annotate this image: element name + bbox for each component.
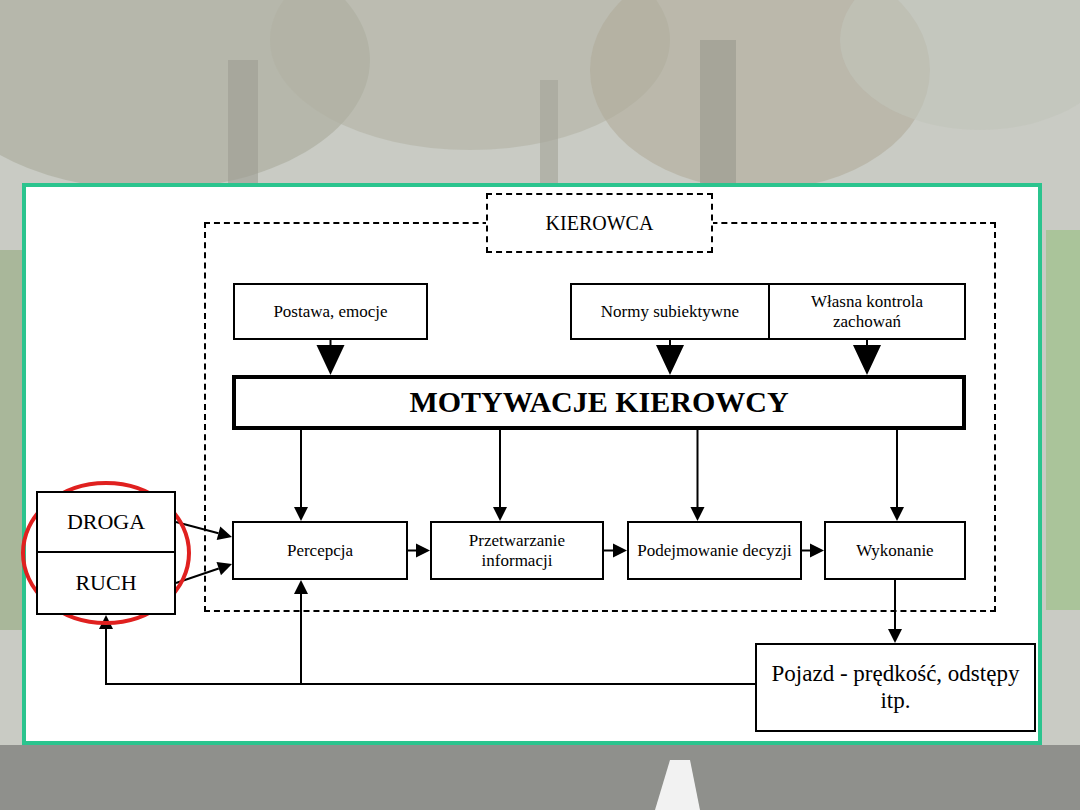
connector-arrow	[99, 615, 755, 684]
grass	[1046, 230, 1080, 610]
arrowhead	[317, 345, 345, 375]
process-box: Własna kontrola zachowań	[768, 283, 966, 340]
box-label: Własna kontrola zachowań	[776, 292, 958, 331]
arrowhead	[888, 629, 902, 643]
connector-line	[894, 580, 896, 629]
connector-arrow	[493, 430, 507, 521]
connector-line	[697, 430, 699, 507]
box-label: Postawa, emocje	[273, 302, 387, 322]
connector-line	[106, 629, 755, 684]
grass	[0, 250, 22, 630]
arrowhead	[691, 507, 705, 521]
tree-crown	[840, 0, 1080, 130]
connector-arrow	[802, 544, 824, 558]
box-label: Percepcja	[287, 541, 353, 561]
highlight-ring	[23, 483, 189, 623]
process-box: Postawa, emocje	[233, 283, 428, 340]
group-heading: KIEROWCA	[486, 193, 713, 253]
box-label: RUCH	[75, 570, 136, 595]
arrowhead	[810, 544, 824, 558]
arrowhead	[294, 507, 308, 521]
road-marking	[655, 760, 700, 810]
connector-line	[330, 340, 332, 345]
connector-line	[669, 340, 671, 345]
tree-trunk	[228, 60, 258, 190]
connector-line	[866, 340, 868, 345]
input-box: RUCH	[36, 551, 176, 615]
connector-arrow	[408, 544, 430, 558]
box-label: Przetwarzanie informacji	[438, 531, 596, 570]
connector-arrow	[691, 430, 705, 521]
connector-arrow	[656, 340, 684, 375]
connector-arrow	[294, 430, 308, 521]
tree-trunk	[540, 80, 558, 190]
connector-arrow	[853, 340, 881, 375]
connector-arrow	[604, 544, 627, 558]
tree-trunk	[700, 40, 736, 190]
vehicle-box: Pojazd - prędkość, odstępy itp.	[755, 643, 1036, 732]
process-box: Przetwarzanie informacji	[430, 521, 604, 580]
connector-line	[499, 430, 501, 507]
road	[0, 745, 1080, 810]
arrowhead	[613, 544, 627, 558]
arrowhead	[416, 544, 430, 558]
process-box: Percepcja	[232, 521, 408, 580]
input-box: DROGA	[36, 491, 176, 553]
process-box: Wykonanie	[824, 521, 966, 580]
process-box: Podejmowanie decyzji	[627, 521, 802, 580]
arrowhead	[656, 345, 684, 375]
arrowhead	[294, 580, 308, 594]
box-label: DROGA	[67, 509, 145, 534]
box-label: Normy subiektywne	[601, 302, 739, 322]
arrowhead	[217, 527, 232, 541]
arrowhead	[216, 562, 232, 575]
connector-arrow	[890, 430, 904, 521]
box-label: Podejmowanie decyzji	[637, 541, 791, 561]
box-label: Wykonanie	[856, 541, 933, 561]
connector-line	[300, 430, 302, 507]
connector-line	[301, 594, 755, 684]
process-box: Normy subiektywne	[570, 283, 770, 340]
connector-line	[802, 550, 810, 552]
box-label: MOTYWACJE KIEROWCY	[409, 385, 788, 420]
arrowhead	[890, 507, 904, 521]
connector-line	[408, 550, 416, 552]
connector-arrow	[294, 580, 755, 684]
arrowhead	[853, 345, 881, 375]
box-label: Pojazd - prędkość, odstępy itp.	[763, 661, 1028, 714]
connector-arrow	[317, 340, 345, 375]
connector-line	[896, 430, 898, 507]
driver-group: KIEROWCAPostawa, emocjeNormy subiektywne…	[204, 222, 996, 612]
arrowhead	[493, 507, 507, 521]
connector-line	[604, 550, 613, 552]
motivation-bar: MOTYWACJE KIEROWCY	[232, 375, 966, 430]
